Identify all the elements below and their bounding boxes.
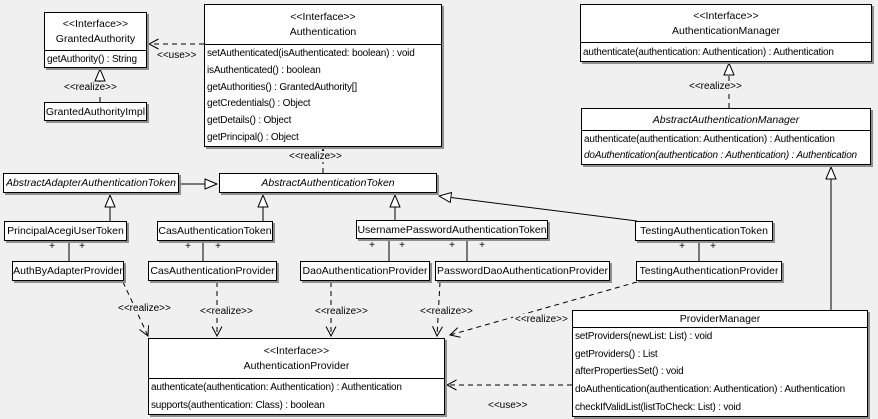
method: authenticate(authentication: Authenticat… xyxy=(584,133,835,145)
method: doAuthentication(authentication: Authent… xyxy=(575,384,845,396)
multiplicity-plus: + xyxy=(449,240,455,251)
method: checkIfValidList(listToCheck: List) : vo… xyxy=(575,401,741,413)
realize-label-grantedauthorityimpl: <<realize>> xyxy=(62,82,119,93)
method: setProviders(newList: List) : void xyxy=(575,331,713,343)
class-name: DaoAuthenticationProvider xyxy=(302,265,428,277)
realize-label-daoprovider: <<realize>> xyxy=(313,306,370,317)
class-testing-authentication-provider[interactable]: TestingAuthenticationProvider xyxy=(636,261,782,281)
multiplicity-plus: + xyxy=(49,241,55,252)
class-granted-authority[interactable]: <<Interface>> GrantedAuthority getAuthor… xyxy=(44,12,147,68)
class-name: PrincipalAcegiUserToken xyxy=(7,225,124,237)
multiplicity-plus: + xyxy=(710,241,716,252)
class-authentication-provider[interactable]: <<Interface>> AuthenticationProvider aut… xyxy=(148,338,445,415)
class-name: AbstractAuthenticationManager xyxy=(652,113,800,126)
method: afterPropertiesSet() : void xyxy=(575,366,684,378)
class-name: UsernamePasswordAuthenticationToken xyxy=(357,223,547,236)
class-name: ProviderManager xyxy=(679,313,761,325)
realize-label-testingprovider: <<realize>> xyxy=(513,314,570,325)
method: doAuthentication(authentication : Authen… xyxy=(584,150,857,162)
class-stereotype: <<Interface>> xyxy=(62,18,129,30)
realize-label-authbyadapter: <<realize>> xyxy=(116,303,173,314)
edge-generalize-testing-token xyxy=(439,196,638,222)
method: getProviders() : List xyxy=(575,348,658,360)
class-authentication-manager[interactable]: <<Interface>> AuthenticationManager auth… xyxy=(580,4,872,62)
class-cas-authentication-token[interactable]: CasAuthenticationToken xyxy=(157,221,273,241)
method: authenticate(authentication: Authenticat… xyxy=(583,46,834,58)
class-stereotype: <<Interface>> xyxy=(693,10,759,22)
class-name: PasswordDaoAuthenticationProvider xyxy=(436,265,608,277)
multiplicity-plus: + xyxy=(79,241,85,252)
class-name: Authentication xyxy=(289,26,357,38)
class-password-dao-authentication-provider[interactable]: PasswordDaoAuthenticationProvider xyxy=(435,261,610,281)
class-name: CasAuthenticationProvider xyxy=(150,265,275,277)
class-abstract-adapter-authentication-token[interactable]: AbstractAdapterAuthenticationToken xyxy=(3,173,179,193)
class-cas-authentication-provider[interactable]: CasAuthenticationProvider xyxy=(148,261,277,281)
class-name: CasAuthenticationToken xyxy=(158,225,272,237)
class-auth-by-adapter-provider[interactable]: AuthByAdapterProvider xyxy=(12,261,124,281)
multiplicity-plus: + xyxy=(215,241,221,252)
realize-label-casprovider: <<realize>> xyxy=(198,306,255,317)
multiplicity-plus: + xyxy=(399,240,405,251)
method: setAuthenticated(isAuthenticated: boolea… xyxy=(207,47,415,59)
class-dao-authentication-provider[interactable]: DaoAuthenticationProvider xyxy=(300,261,430,281)
multiplicity-plus: + xyxy=(679,241,685,252)
realize-label-abstract-manager: <<realize>> xyxy=(687,81,744,92)
class-name: AbstractAdapterAuthenticationToken xyxy=(5,177,177,189)
realize-label-passworddaoprovider: <<realize>> xyxy=(418,306,475,317)
multiplicity-plus: + xyxy=(369,240,375,251)
method: supports(authentication: Class) : boolea… xyxy=(151,399,325,411)
class-name: AbstractAuthenticationToken xyxy=(261,177,395,189)
class-provider-manager[interactable]: ProviderManager setProviders(newList: Li… xyxy=(572,310,868,417)
realize-label-abstract-token: <<realize>> xyxy=(287,151,344,162)
class-stereotype: <<Interface>> xyxy=(290,11,356,23)
method: getCredentials() : Object xyxy=(207,98,311,110)
method: getPrincipal() : Object xyxy=(207,132,299,144)
method: getAuthority() : String xyxy=(47,53,137,65)
class-name: AuthByAdapterProvider xyxy=(13,265,123,277)
class-username-password-authentication-token[interactable]: UsernamePasswordAuthenticationToken xyxy=(356,220,548,239)
class-name: GrantedAuthorityImpl xyxy=(45,105,146,118)
class-name: AuthenticationManager xyxy=(672,25,780,37)
class-principal-acegi-user-token[interactable]: PrincipalAcegiUserToken xyxy=(4,221,127,241)
class-granted-authority-impl[interactable]: GrantedAuthorityImpl xyxy=(44,102,147,121)
class-name: TestingAuthenticationToken xyxy=(640,225,768,237)
class-name: AuthenticationProvider xyxy=(243,360,350,372)
class-abstract-authentication-token[interactable]: AbstractAuthenticationToken xyxy=(219,173,437,193)
class-authentication[interactable]: <<Interface>> Authentication setAuthenti… xyxy=(204,4,442,147)
class-testing-authentication-token[interactable]: TestingAuthenticationToken xyxy=(635,221,773,241)
class-abstract-authentication-manager[interactable]: AbstractAuthenticationManager authentica… xyxy=(581,108,871,165)
method: isAuthenticated() : boolean xyxy=(207,64,321,76)
class-name: TestingAuthenticationProvider xyxy=(639,265,779,277)
class-name: GrantedAuthority xyxy=(55,33,136,45)
multiplicity-plus: + xyxy=(185,241,191,252)
class-stereotype: <<Interface>> xyxy=(263,345,330,357)
method: getDetails() : Object xyxy=(207,115,292,127)
method: authenticate(authentication: Authenticat… xyxy=(151,382,402,394)
method: getAuthorities() : GrantedAuthority[] xyxy=(207,81,357,93)
use-label-providermanager: <<use>> xyxy=(486,400,530,411)
use-label-authentication-grantedauthority: <<use>> xyxy=(155,50,199,61)
multiplicity-plus: + xyxy=(479,240,485,251)
